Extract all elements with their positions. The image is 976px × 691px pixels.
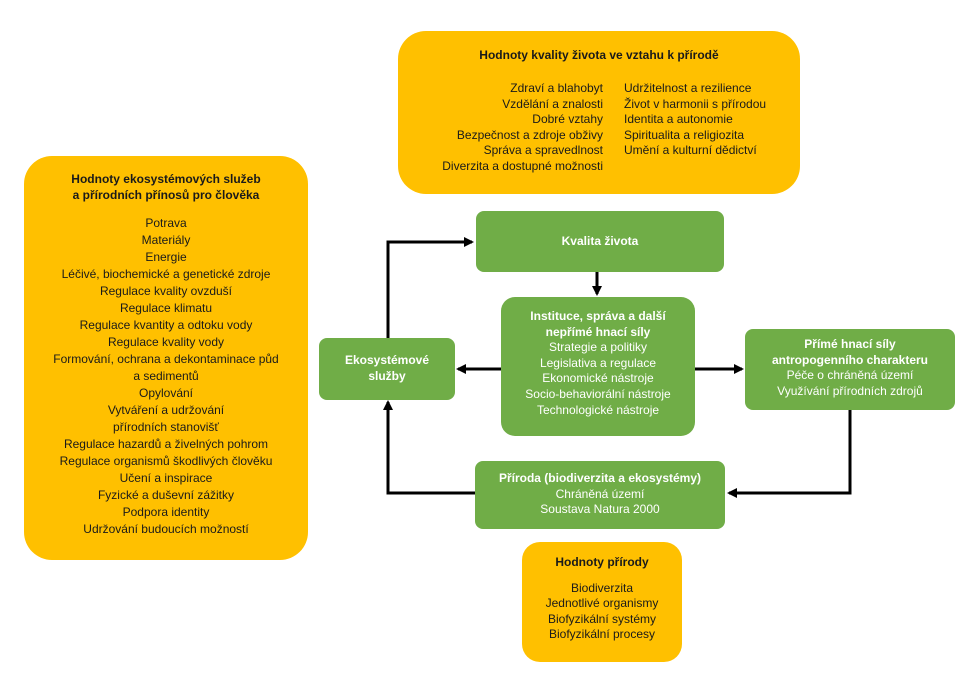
ecosystem-services-title-line1: Ekosystémové: [344, 353, 430, 368]
nature-values-title: Hodnoty přírody: [555, 555, 649, 569]
list-item: Soustava Natura 2000: [540, 502, 660, 517]
arrow-nature-to-services: [383, 400, 475, 495]
list-item: Diverzita a dostupné možnosti: [442, 158, 603, 173]
arrow-drivers-to-nature: [727, 410, 852, 498]
arrow-services-to-quality: [386, 237, 474, 338]
list-item: Bezpečnost a zdroje obživy: [456, 127, 603, 142]
institutions-list: Strategie a politiky Legislativa a regul…: [501, 340, 695, 418]
ecosystem-values-title-line1: Hodnoty ekosystémových služeb: [71, 172, 261, 186]
ecosystem-services-box: Ekosystémové služby: [319, 338, 455, 400]
list-item: a sedimentů: [133, 369, 199, 384]
list-item: Regulace organismů škodlivých člověku: [59, 454, 273, 469]
list-item: Učení a inspirace: [119, 471, 213, 486]
quality-values-title: Hodnoty kvality života ve vztahu k příro…: [479, 48, 719, 62]
direct-drivers-title-line2: antropogenního charakteru: [771, 352, 929, 367]
list-item: Legislativa a regulace: [539, 355, 657, 370]
quality-of-life-values-box: Hodnoty kvality života ve vztahu k příro…: [398, 31, 800, 194]
list-item: Technologické nástroje: [536, 402, 660, 417]
nature-values-box: Hodnoty přírody Biodiverzita Jednotlivé …: [522, 542, 682, 662]
list-item: Regulace kvality vody: [107, 335, 225, 350]
list-item: Energie: [145, 250, 187, 265]
quality-values-left-list: Zdraví a blahobyt Vzdělání a znalosti Do…: [398, 81, 603, 175]
list-item: Správa a spravedlnost: [483, 143, 603, 158]
list-item: přírodních stanovišť: [113, 420, 219, 435]
list-item: Spiritualita a religiozita: [624, 127, 745, 142]
nature-list: Chráněná území Soustava Natura 2000: [475, 487, 725, 518]
list-item: Regulace kvantity a odtoku vody: [79, 318, 253, 333]
list-item: Léčivé, biochemické a genetické zdroje: [61, 267, 271, 282]
ecosystem-services-title-line2: služby: [368, 369, 406, 383]
list-item: Chráněná území: [555, 486, 645, 501]
list-item: Zdraví a blahobyt: [510, 81, 603, 95]
list-item: Opylování: [138, 386, 194, 401]
ecosystem-services-values-box: Hodnoty ekosystémových služeb a přírodní…: [24, 156, 308, 560]
institutions-title-line2: nepřímé hnací síly: [545, 324, 651, 339]
list-item: Udržování budoucích možností: [83, 522, 249, 537]
direct-drivers-title-line1: Přímé hnací síly: [804, 337, 896, 351]
institutions-box: Instituce, správa a další nepřímé hnací …: [501, 297, 695, 436]
list-item: Vytváření a udržování: [107, 403, 225, 418]
list-item: Formování, ochrana a dekontaminace půd: [53, 352, 279, 367]
list-item: Potrava: [145, 216, 187, 231]
list-item: Vzdělání a znalosti: [502, 96, 603, 111]
ecosystem-values-title-line2: a přírodních přínosů pro člověka: [72, 187, 260, 202]
quality-values-right-list: Udržitelnost a rezilience Život v harmon…: [624, 81, 766, 159]
list-item: Identita a autonomie: [624, 112, 733, 127]
ecosystem-values-list: Potrava Materiály Energie Léčivé, bioche…: [24, 215, 308, 538]
list-item: Udržitelnost a rezilience: [624, 81, 752, 95]
list-item: Využívání přírodních zdrojů: [777, 383, 923, 398]
list-item: Jednotlivé organismy: [545, 596, 659, 611]
list-item: Materiály: [141, 233, 191, 248]
list-item: Regulace klimatu: [119, 301, 213, 316]
list-item: Regulace hazardů a živelných pohrom: [63, 437, 269, 452]
nature-values-list: Biodiverzita Jednotlivé organismy Biofyz…: [522, 581, 682, 643]
list-item: Péče o chráněná území: [786, 368, 914, 383]
list-item: Ekonomické nástroje: [542, 371, 654, 386]
list-item: Umění a kulturní dědictví: [624, 143, 757, 158]
institutions-title-line1: Instituce, správa a další: [530, 309, 666, 323]
list-item: Fyzické a duševní zážitky: [97, 488, 235, 503]
direct-drivers-list: Péče o chráněná území Využívání přírodní…: [745, 368, 955, 399]
quality-of-life-box: Kvalita života: [476, 211, 724, 272]
list-item: Podpora identity: [122, 505, 210, 520]
nature-box: Příroda (biodiverzita a ekosystémy) Chrá…: [475, 461, 725, 529]
list-item: Biofyzikální systémy: [547, 611, 657, 626]
quality-of-life-title: Kvalita života: [561, 233, 639, 248]
list-item: Dobré vztahy: [532, 112, 603, 127]
list-item: Regulace kvality ovzduší: [99, 284, 233, 299]
list-item: Život v harmonii s přírodou: [624, 96, 767, 111]
list-item: Biofyzikální procesy: [548, 627, 656, 642]
list-item: Biodiverzita: [570, 580, 634, 595]
direct-drivers-box: Přímé hnací síly antropogenního charakte…: [745, 329, 955, 410]
nature-title: Příroda (biodiverzita a ekosystémy): [498, 471, 702, 485]
list-item: Socio-behaviorální nástroje: [525, 386, 671, 401]
list-item: Strategie a politiky: [548, 340, 648, 355]
